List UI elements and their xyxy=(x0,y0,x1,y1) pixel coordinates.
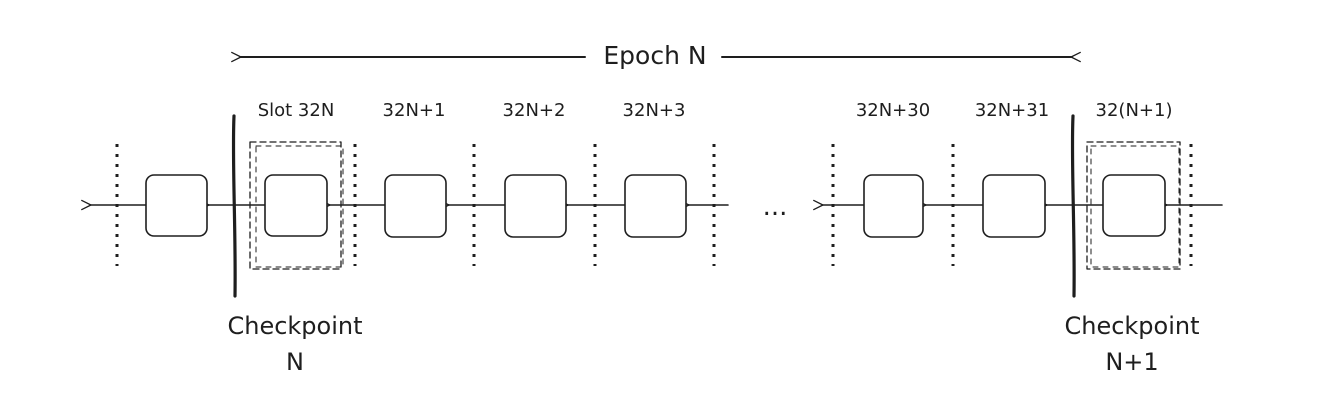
checkpoint-label: Checkpoint xyxy=(1064,312,1199,340)
slot-label: 32N+1 xyxy=(383,100,446,121)
block xyxy=(863,174,924,238)
slot-label: 32N+2 xyxy=(503,100,566,121)
checkpoint-label: N+1 xyxy=(1105,348,1158,376)
checkpoint-label: N xyxy=(286,348,304,376)
slot-label: 32N+31 xyxy=(975,100,1049,121)
slot-labels: Slot 32N 32N+1 32N+2 32N+3 32N+30 32N+31… xyxy=(258,100,1173,121)
slot-label: 32N+30 xyxy=(856,100,930,121)
checkpoint-separator-line xyxy=(231,114,237,298)
slot-label: Slot 32N xyxy=(258,100,335,121)
block xyxy=(1102,174,1166,237)
checkpoint-block-highlight xyxy=(255,145,344,268)
block xyxy=(145,174,208,237)
checkpoint-label: Checkpoint xyxy=(227,312,362,340)
checkpoint-block-highlight xyxy=(1090,145,1180,268)
block xyxy=(384,174,447,238)
block xyxy=(264,174,328,237)
block xyxy=(982,174,1046,238)
block xyxy=(504,174,567,238)
checkpoint-labels: Checkpoint N Checkpoint N+1 xyxy=(227,312,1199,376)
blocks xyxy=(145,174,1166,238)
checkpoint-separator-line xyxy=(1070,114,1076,298)
ellipsis: ... xyxy=(763,192,788,222)
slot-label: 32N+3 xyxy=(623,100,686,121)
checkpoint-separators xyxy=(231,114,1076,298)
block xyxy=(624,174,687,238)
epoch-span: Epoch N xyxy=(231,41,1081,70)
slot-label: 32(N+1) xyxy=(1096,100,1173,121)
epoch-label: Epoch N xyxy=(603,41,706,70)
